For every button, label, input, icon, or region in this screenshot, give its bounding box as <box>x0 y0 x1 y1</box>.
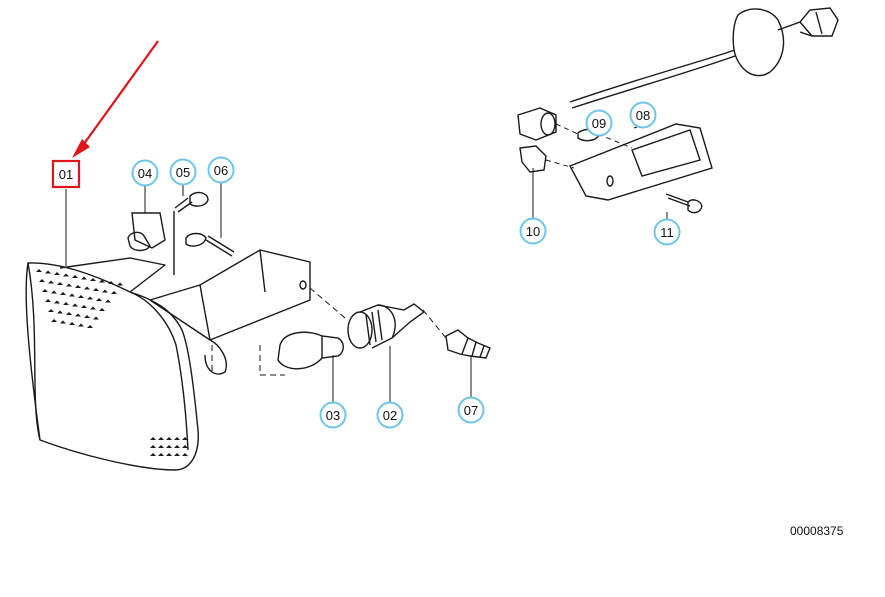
lens-texture-mark <box>174 437 180 440</box>
lens-texture-mark <box>182 453 188 456</box>
lens-texture-mark <box>166 445 172 448</box>
callout-07[interactable]: 07 <box>457 396 485 424</box>
lens-texture-mark <box>81 276 87 280</box>
lens-texture-mark <box>105 299 111 303</box>
callout-10[interactable]: 10 <box>519 217 547 245</box>
lens-texture-mark <box>90 278 96 281</box>
selection-arrow <box>72 40 159 158</box>
lens-texture-mark <box>57 282 63 285</box>
lens-texture-mark <box>48 309 54 312</box>
callout-11[interactable]: 11 <box>653 218 681 246</box>
lens-texture-mark <box>45 299 51 302</box>
lens-texture-mark <box>96 298 102 301</box>
side-marker-drawing <box>517 7 839 214</box>
leader-lines <box>65 125 668 402</box>
lens-texture-mark <box>166 437 172 440</box>
turn-signal-lens-drawing <box>25 249 311 471</box>
callout-07-label: 07 <box>464 403 478 418</box>
lens-texture-mark <box>182 437 188 440</box>
lens-texture-mark <box>150 453 156 456</box>
lens-texture-mark <box>117 282 123 286</box>
lens-texture-mark <box>63 273 69 277</box>
lens-texture-mark <box>174 445 180 448</box>
lens-texture-mark <box>66 283 72 287</box>
callout-06-label: 06 <box>214 163 228 178</box>
lens-texture-mark <box>93 316 99 320</box>
callout-01-label: 01 <box>59 167 73 182</box>
lens-texture-mark <box>99 308 105 311</box>
lens-texture-mark <box>51 290 57 294</box>
callout-08-label: 08 <box>636 108 650 123</box>
lens-texture-mark <box>166 453 172 456</box>
lens-texture-mark <box>60 292 66 295</box>
lens-texture-mark <box>78 295 84 298</box>
lens-texture-mark <box>72 303 78 307</box>
lens-texture-mark <box>87 325 93 328</box>
lens-texture-mark <box>93 288 99 291</box>
callout-05[interactable]: 05 <box>169 158 197 186</box>
side-marker-guide-lines <box>545 123 633 169</box>
lens-texture-mark <box>63 302 69 305</box>
lens-texture-mark <box>45 270 51 274</box>
lens-texture-mark <box>57 310 63 314</box>
callout-09-label: 09 <box>592 116 606 131</box>
lens-texture-mark <box>54 272 60 275</box>
diagram-number: 00008375 <box>790 524 844 538</box>
lens-texture-mark <box>99 279 105 283</box>
callout-08[interactable]: 08 <box>629 101 657 129</box>
callout-02[interactable]: 02 <box>376 401 404 429</box>
callout-03[interactable]: 03 <box>319 401 347 429</box>
lens-texture-mark <box>87 296 93 300</box>
lens-texture-mark <box>42 289 48 292</box>
lens-texture-mark <box>108 281 114 284</box>
lens-texture-mark <box>84 315 90 318</box>
lens-texture: 0 <box>36 269 188 456</box>
lens-texture-mark <box>111 291 117 294</box>
clip-and-screws-drawing <box>127 191 235 275</box>
callout-05-label: 05 <box>176 165 190 180</box>
callout-04-label: 04 <box>138 166 152 181</box>
lens-texture-mark <box>150 445 156 448</box>
lens-texture-mark <box>182 445 188 448</box>
lens-texture-mark <box>150 437 156 440</box>
lens-texture-mark <box>81 305 87 308</box>
lens-texture-mark <box>60 320 66 324</box>
lens-texture-mark <box>158 437 164 440</box>
assembly-guide-lines <box>211 287 447 376</box>
bulb-socket-drawing <box>277 303 491 370</box>
lens-texture-mark <box>69 293 75 297</box>
callout-01-selected[interactable]: 01 <box>51 159 81 189</box>
lens-texture-mark <box>158 445 164 448</box>
lens-texture-mark <box>90 306 96 310</box>
lens-texture-mark <box>78 323 84 327</box>
lens-texture-mark <box>36 269 42 272</box>
callout-11-label: 11 <box>660 225 674 240</box>
lens-texture-mark <box>72 275 78 278</box>
callout-10-label: 10 <box>526 224 540 239</box>
lens-texture-mark <box>158 453 164 456</box>
callout-04[interactable]: 04 <box>131 159 159 187</box>
callout-02-label: 02 <box>383 408 397 423</box>
lens-texture-mark <box>174 453 180 456</box>
lens-texture-mark <box>69 322 75 325</box>
lens-texture-mark <box>39 279 45 282</box>
lens-texture-mark <box>102 289 108 293</box>
callout-09[interactable]: 09 <box>585 109 613 137</box>
lens-texture-mark <box>51 319 57 322</box>
lens-texture-mark <box>48 280 54 284</box>
lens-texture-mark <box>66 312 72 315</box>
lens-texture-mark <box>84 286 90 290</box>
lens-texture-mark <box>75 313 81 317</box>
callout-06[interactable]: 06 <box>207 156 235 184</box>
lens-texture-mark <box>54 300 60 304</box>
lens-texture-mark <box>75 285 81 288</box>
callout-03-label: 03 <box>326 408 340 423</box>
